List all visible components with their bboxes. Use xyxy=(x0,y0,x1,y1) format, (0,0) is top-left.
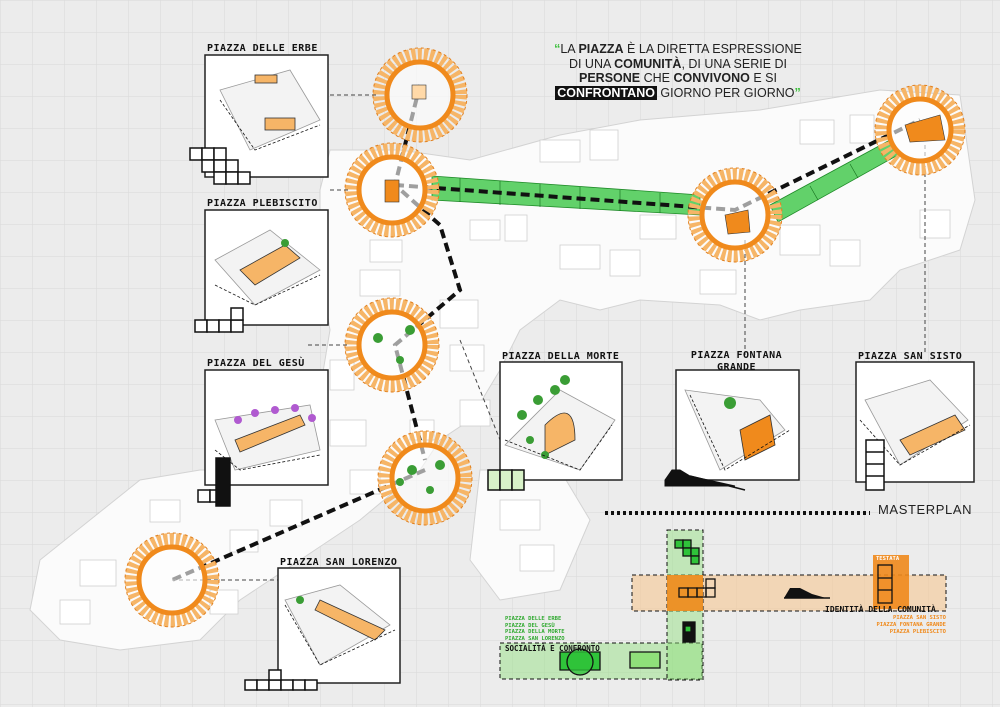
testata-label: TESTATA xyxy=(876,556,900,562)
label-piazza-san-lorenzo: PIAZZA SAN LORENZO xyxy=(280,557,398,568)
ring-morte xyxy=(377,430,473,526)
quote-close-mark: ” xyxy=(794,85,801,100)
quote-l4-rest: GIORNO PER GIORNO xyxy=(656,85,795,100)
ring-details xyxy=(373,84,946,494)
identita-item: PIAZZA FONTANA GRANDE xyxy=(876,622,946,628)
quote-l3d: E SI xyxy=(749,71,777,85)
inset-content xyxy=(214,69,971,666)
socialita-item: PIAZZA SAN LORENZO xyxy=(505,635,565,642)
socialita-band xyxy=(499,642,703,680)
label-piazza-delle-erbe: PIAZZA DELLE ERBE xyxy=(207,43,318,54)
label-piazza-san-sisto: PIAZZA SAN SISTO xyxy=(858,351,963,362)
quote-l1b: PIAZZA xyxy=(578,42,624,56)
label-piazza-fontana-grande: PIAZZA FONTANA GRANDE xyxy=(679,350,794,374)
identita-item: PIAZZA SAN SISTO xyxy=(893,615,946,621)
socialita-item: PIAZZA DELLA MORTE xyxy=(505,629,565,635)
quote-open-mark: “ xyxy=(554,42,561,56)
quote-l2b: COMUNITÀ xyxy=(614,56,682,71)
quote-l3a: PERSONE xyxy=(579,71,641,85)
testata-box xyxy=(873,555,909,609)
legend-diagram xyxy=(499,529,947,681)
socialita-title: SOCIALITÀ E CONFRONTO xyxy=(505,644,600,653)
socialita-item: PIAZZA DELLE ERBE xyxy=(505,616,562,622)
ring-san-lorenzo xyxy=(124,532,220,628)
label-piazza-plebiscito: PIAZZA PLEBISCITO xyxy=(207,198,318,209)
identita-title: IDENTITÀ DELLA COMUNITÀ xyxy=(825,605,936,614)
quote-highlight: CONFRONTANO xyxy=(555,85,657,100)
fontana-line-1: PIAZZA FONTANA xyxy=(690,350,783,361)
building-blocks xyxy=(59,114,951,625)
masterplan-label: MASTERPLAN xyxy=(878,502,973,517)
label-piazza-della-morte: PIAZZA DELLA MORTE xyxy=(502,351,620,362)
fontana-pictogram xyxy=(664,469,746,491)
ring-gesu xyxy=(344,297,440,393)
socialita-item: PIAZZA DEL GESÙ xyxy=(505,622,555,629)
label-piazza-del-gesu: PIAZZA DEL GESÙ xyxy=(207,358,305,369)
quote-l2c: , DI UNA SERIE DI xyxy=(681,56,788,71)
fontana-line-2: GRANDE xyxy=(716,362,757,373)
socialita-list: PIAZZA DELLE ERBE PIAZZA DEL GESÙ PIAZZA… xyxy=(505,616,565,642)
quote-block: “LA PIAZZA È LA DIRETTA ESPRESSIONE DI U… xyxy=(548,42,808,100)
quote-l2a: DI UNA xyxy=(568,56,615,71)
quote-l1a: LA xyxy=(560,42,579,56)
identita-list: PIAZZA SAN SISTO PIAZZA FONTANA GRANDE P… xyxy=(876,615,946,636)
quote-l1c: È LA DIRETTA ESPRESSIONE xyxy=(623,42,802,56)
quote-l3c: CONVIVONO xyxy=(673,71,750,85)
block-pictograms xyxy=(189,147,885,691)
quote-l3b: CHE xyxy=(640,71,674,85)
identita-item: PIAZZA PLEBISCITO xyxy=(889,629,946,635)
